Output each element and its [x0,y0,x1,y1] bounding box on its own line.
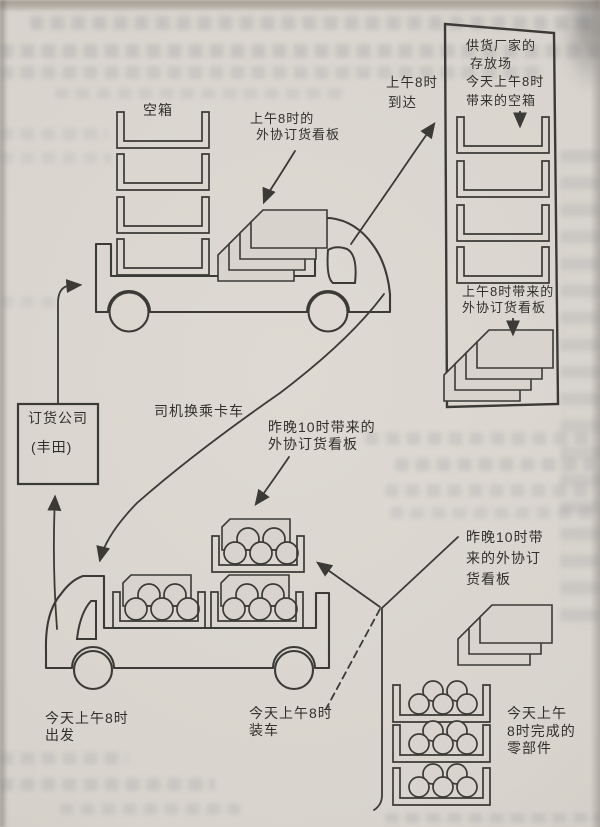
storage-area-border [443,22,560,409]
bleed-through-text [560,150,600,630]
lower-truck-parts-boxes [112,574,304,629]
empty-box [456,204,550,242]
order-company-box [16,402,100,486]
bleed-through-text [385,813,600,823]
bleed-through-text [60,803,240,815]
bleed-through-text [385,484,595,497]
empty-box [456,116,550,154]
page-right-shadow [590,0,600,827]
bleed-through-text [0,44,600,58]
leader-right-kanban-label [381,536,459,609]
bleed-through-text [0,778,215,791]
bleed-through-text [55,88,345,99]
parts-box-with-kanban [210,574,304,629]
storage-kanban-stack [443,329,554,402]
bleed-through-text [0,152,112,164]
empty-box [456,246,550,284]
empty-box [116,238,210,276]
bleed-through-text [365,432,595,445]
arrow-label-to-loading-box [254,456,290,507]
upper-truck-kanban-stack [217,209,328,282]
page-left-shadow [0,0,8,827]
finished-parts-label: 今天上午 8时完成的 零部件 [507,705,576,756]
right-kanban-label: 昨晚10时带 来的外协订 货看板 [466,529,544,587]
bleed-through-text [0,128,108,140]
lower-truck-front-wheel [72,649,114,691]
lower-truck-cab-window [75,600,97,640]
page-top-shadow [0,0,600,12]
finished-kanban-stack [457,604,553,666]
flow-arrows [47,121,459,811]
bleed-through-text [0,66,545,79]
arrow-label-to-truck-kanban [262,150,296,205]
upper-truck-rear-wheel [108,291,150,333]
finished-parts-box [392,763,491,806]
bleed-through-text [390,507,595,519]
empty-box [116,196,210,234]
storage-kanban-label: 上午8时带来的 外协订货看板 [462,284,555,315]
parts-box-with-kanban [112,574,206,629]
lower-truck-rear-wheel [273,649,315,691]
upper-truck [94,216,392,333]
loading-parts-box [211,518,305,573]
empty-boxes-label: 空箱 [143,102,173,118]
finished-parts-boxes [392,680,491,806]
storage-area-label: 供货厂家的 存放场 今天上午8时 带来的空箱 [466,38,545,108]
order-company-label: 订货公司 (丰田) [28,410,88,456]
finished-parts-box [392,720,491,763]
mid-kanban-label: 昨晚10时带来的 外协订货看板 [268,419,376,453]
empty-box [456,160,550,198]
dashed-line-to-truck [325,608,381,710]
upper-truck-front-wheel [307,291,349,333]
driver-switch-label: 司机换乘卡车 [154,403,244,419]
bleed-through-text [0,752,128,765]
arrow-driver-switch-trucks [96,293,385,563]
arrow-arrive-8am [350,121,436,245]
load-label: 今天上午8时 装车 [249,705,333,739]
empty-box [116,153,210,191]
arrow-lower-truck-to-order-company [47,494,62,630]
upper-truck-body [94,216,392,314]
bleed-through-text [395,458,595,471]
supplier-storage-area [443,22,560,409]
lower-truck [44,574,331,691]
lower-truck-body [44,574,331,670]
bleed-through-text [30,16,590,30]
upper-truck-empty-boxes [116,111,210,276]
arrow-order-company-to-upper-truck [57,279,83,404]
bleed-through-text [0,296,55,308]
depart-label: 今天上午8时 出发 [45,710,129,744]
upper-truck-cab-window [326,246,357,284]
finished-parts-box [392,680,491,723]
arrow-junction-to-loading-box [315,561,381,608]
upper-kanban-label: 上午8时的 外协订货看板 [250,111,341,142]
arrive-label: 上午8时 到达 [386,75,439,110]
boundary-line [373,607,383,811]
